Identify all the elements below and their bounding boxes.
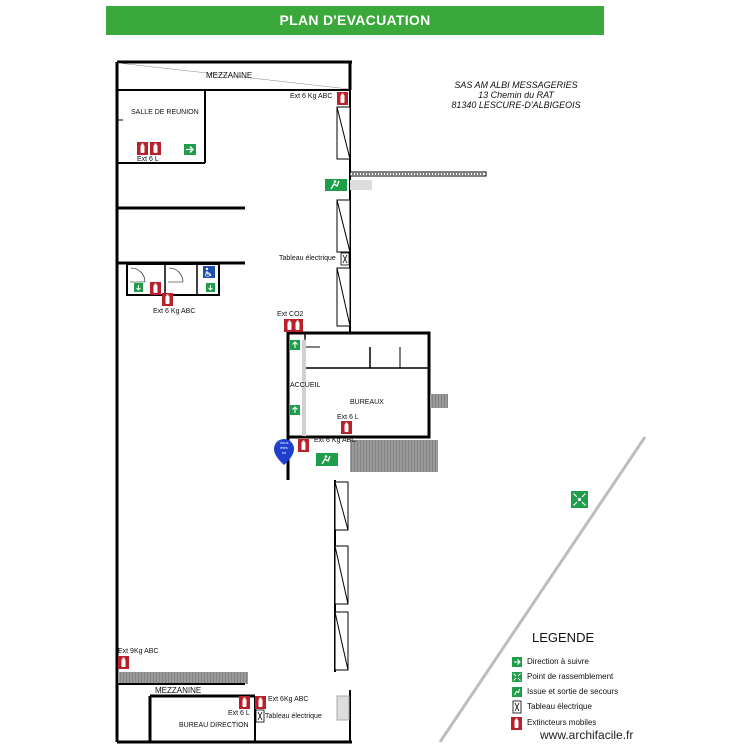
ext-label: Ext 6 L bbox=[337, 414, 359, 421]
accueil-counter bbox=[302, 340, 306, 436]
fire-extinguisher-icon bbox=[255, 696, 266, 709]
legend-item-assembly: Point de rassemblement bbox=[527, 672, 614, 681]
ext-label: Ext 6 Kg ABC bbox=[314, 437, 357, 444]
electrical-panel-icon bbox=[340, 252, 350, 266]
legend-title: LEGENDE bbox=[532, 630, 595, 645]
direction-arrow-icon bbox=[184, 144, 196, 155]
company-info: SAS AM ALBI MESSAGERIES 13 Chemin du RAT… bbox=[416, 80, 616, 110]
tableau-label: Tableau électrique bbox=[279, 255, 336, 262]
canopy bbox=[349, 171, 487, 190]
bottom-walls bbox=[117, 672, 256, 742]
emergency-exit-icon bbox=[316, 453, 338, 466]
ext-label: Ext 6 L bbox=[228, 710, 250, 717]
ext-label: Ext 6 Kg ABC bbox=[290, 93, 333, 100]
fire-extinguisher-icon bbox=[137, 142, 148, 155]
sanitary-block bbox=[126, 263, 220, 296]
ext-label: Ext CO2 bbox=[277, 311, 304, 318]
ext-label: Ext 9Kg ABC bbox=[118, 648, 159, 655]
ext-label: Ext 6Kg ABC bbox=[268, 696, 309, 703]
direction-arrow-icon bbox=[290, 405, 300, 415]
watermark[interactable]: www.archifacile.fr bbox=[540, 728, 634, 742]
stairs-right bbox=[350, 394, 448, 472]
fire-extinguisher-icon bbox=[239, 696, 250, 709]
direction-arrow-icon bbox=[206, 283, 215, 292]
legend-item-exit: Issue et sortie de secours bbox=[527, 687, 619, 696]
ext-label: Ext 6 Kg ABC bbox=[153, 308, 196, 315]
tableau-label: Tableau électrique bbox=[265, 713, 322, 720]
plan-title: PLAN D'EVACUATION bbox=[106, 6, 604, 35]
room-label-accueil: ACCUEIL bbox=[290, 382, 321, 389]
fire-extinguisher-icon bbox=[337, 92, 348, 105]
room-label-salle-reunion: SALLE DE REUNION bbox=[131, 109, 199, 116]
direction-arrow-icon bbox=[134, 283, 143, 292]
direction-arrow-icon bbox=[290, 340, 300, 350]
legend-item-extinguisher: Extincteurs mobiles bbox=[527, 718, 597, 727]
windows-upper bbox=[336, 106, 351, 327]
fire-extinguisher-icon bbox=[298, 439, 309, 452]
fire-extinguisher-icon bbox=[118, 656, 129, 669]
legend-assembly-point-icon bbox=[512, 672, 522, 682]
company-name: SAS AM ALBI MESSAGERIES bbox=[454, 80, 578, 90]
company-address: 13 Chemin du RAT bbox=[478, 90, 554, 100]
legend-item-electrical: Tableau électrique bbox=[527, 702, 592, 711]
fire-extinguisher-icon bbox=[292, 319, 303, 332]
fire-extinguisher-icon bbox=[162, 293, 173, 306]
site-boundary-line bbox=[438, 436, 647, 743]
windows-lower bbox=[334, 481, 350, 721]
fire-extinguisher-icon bbox=[341, 421, 352, 434]
legend-electrical-panel-icon bbox=[512, 700, 522, 714]
salle-reunion-walls bbox=[117, 90, 206, 164]
assembly-point-icon bbox=[571, 491, 588, 508]
legend-fire-extinguisher-icon bbox=[511, 717, 522, 730]
electrical-panel-icon bbox=[255, 709, 265, 723]
interior-partitions bbox=[117, 206, 245, 265]
fire-extinguisher-icon bbox=[150, 282, 161, 295]
you-are-here-marker bbox=[274, 439, 294, 465]
room-label-mezzanine-top: MEZZANINE bbox=[206, 71, 253, 80]
legend-emergency-exit-icon bbox=[512, 687, 522, 697]
legend-item-direction: Direction à suivre bbox=[527, 657, 589, 666]
company-city: 81340 LESCURE-D'ALBIGEOIS bbox=[451, 100, 581, 110]
accessible-wc-icon bbox=[203, 266, 215, 278]
room-label-mezzanine-bottom: MEZZANINE bbox=[155, 686, 202, 695]
room-label-bureau-direction: BUREAU DIRECTION bbox=[179, 722, 249, 729]
fire-extinguisher-icon bbox=[150, 142, 161, 155]
legend-direction-arrow-icon bbox=[512, 657, 522, 667]
emergency-exit-icon bbox=[325, 179, 347, 191]
ext-label: Ext 6 L bbox=[137, 156, 159, 163]
room-label-bureaux: BUREAUX bbox=[350, 399, 384, 406]
you-are-here-label: Vous êtes ici bbox=[279, 440, 289, 455]
